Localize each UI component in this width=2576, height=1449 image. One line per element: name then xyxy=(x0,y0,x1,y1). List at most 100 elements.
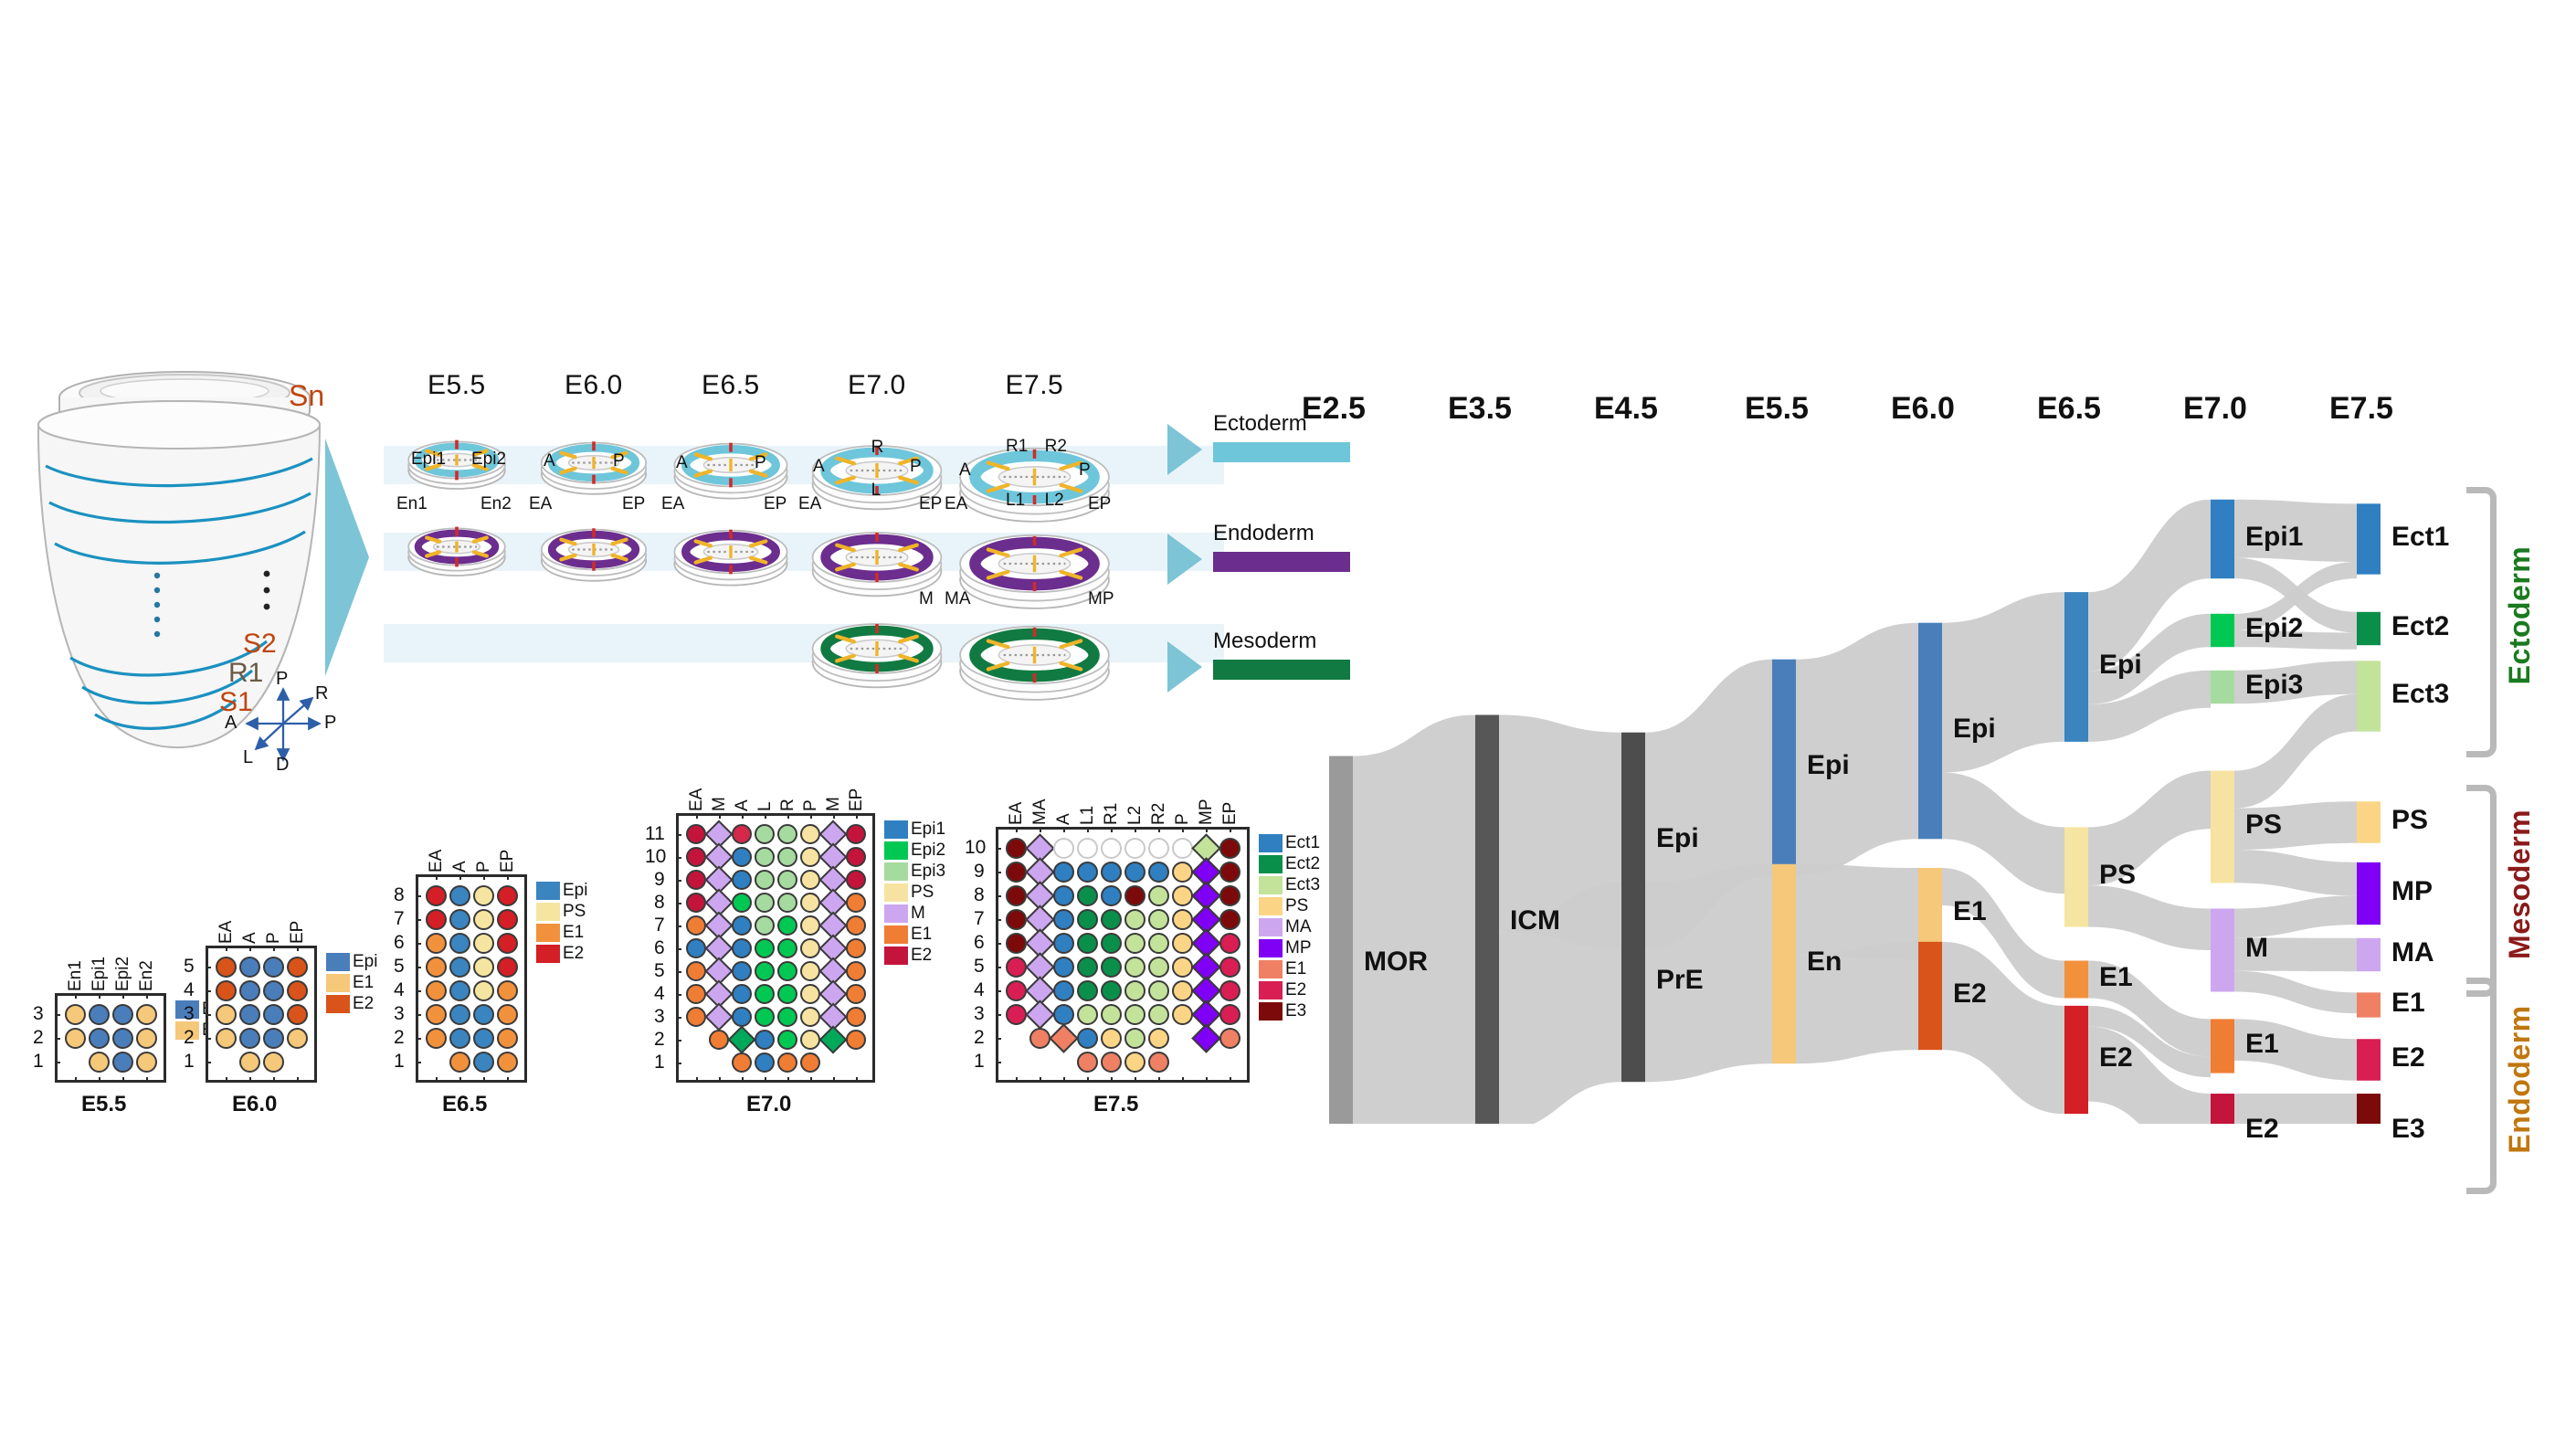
sankey-node-PS[interactable] xyxy=(2357,801,2381,843)
panel-col-label: L1 xyxy=(1078,805,1097,825)
sankey-node-ICM[interactable] xyxy=(1475,714,1499,1131)
sankey-node-Ect3[interactable] xyxy=(2357,661,2381,732)
sankey-node-Epi2[interactable] xyxy=(2211,613,2234,648)
sankey-node-PrE[interactable] xyxy=(1621,882,1645,1083)
compass-label-upper-right: R xyxy=(315,683,329,703)
panel-row-label: 1 xyxy=(184,1051,195,1072)
panel-cell-circle xyxy=(685,823,706,844)
panel-cell-circle xyxy=(286,1027,308,1049)
panel-cell-circle xyxy=(496,884,518,906)
panel-col-label: R xyxy=(777,799,797,811)
panel-cell-circle xyxy=(845,823,866,844)
germ-layer-arrow xyxy=(1167,641,1202,693)
panel-col-tick xyxy=(1135,827,1136,832)
sankey-node-En[interactable] xyxy=(1772,863,1796,1064)
sankey-node-E2[interactable] xyxy=(2211,1094,2234,1169)
sankey-stage-label-E7-5: E7.5 xyxy=(2329,391,2393,426)
sankey-node-PS[interactable] xyxy=(2064,827,2088,927)
sankey-node-Ect2[interactable] xyxy=(2357,611,2381,646)
panel-cell-circle xyxy=(1076,884,1098,906)
sankey-node-E1[interactable] xyxy=(2211,1019,2234,1074)
ring-label-left: EA xyxy=(661,494,685,513)
panel-legend-item: E2 xyxy=(1259,979,1306,1000)
panel-cell-circle xyxy=(215,956,237,978)
panel-cell-circle xyxy=(799,1006,820,1027)
panel-row-tick xyxy=(676,879,681,882)
ring-label-right: P xyxy=(1079,460,1091,481)
panel-cell-circle xyxy=(1147,908,1169,930)
panel-cell-circle xyxy=(708,1029,729,1050)
panel-col-tick xyxy=(764,813,766,819)
panel-cell-circle xyxy=(64,1003,86,1025)
ring-label-left: EA xyxy=(945,494,968,513)
ring-stage-label-E6-0: E6.0 xyxy=(565,370,623,400)
panel-legend-label: PS xyxy=(1285,896,1309,915)
sankey-node-E1[interactable] xyxy=(2357,992,2381,1018)
sankey-node-Ect1[interactable] xyxy=(2357,503,2381,575)
sankey-node-MP[interactable] xyxy=(2357,862,2381,925)
sankey-node-Epi1[interactable] xyxy=(2211,499,2234,579)
panel-cell-circle xyxy=(1171,956,1193,978)
ring-ectoderm-E7-5 xyxy=(950,429,1119,524)
panel-cell-circle xyxy=(425,1027,447,1049)
sankey-node-E3[interactable] xyxy=(2357,1094,2381,1169)
panel-cell-circle xyxy=(1100,956,1122,978)
panel-cell-circle xyxy=(754,983,775,1004)
sankey-node-M[interactable] xyxy=(2211,908,2234,992)
panel-cell-circle xyxy=(1005,1003,1027,1025)
ring-label-right: MP xyxy=(1088,589,1114,608)
panel-row-label: 3 xyxy=(394,1003,405,1024)
panel-cell-circle xyxy=(1076,837,1098,859)
panel-cell-circle xyxy=(472,884,494,906)
panel-legend-item: Epi xyxy=(536,880,587,901)
sankey-node-MA[interactable] xyxy=(2357,937,2381,972)
panel-row-tick xyxy=(416,919,421,921)
panel-cell-circle xyxy=(685,892,706,913)
panel-cell-circle xyxy=(1171,932,1193,954)
panel-cell-circle xyxy=(1219,908,1240,930)
sankey-node-E2[interactable] xyxy=(2064,1005,2088,1115)
sankey-stage-label-E2-5: E2.5 xyxy=(1302,391,1366,426)
panel-col-label: Epi2 xyxy=(113,956,132,991)
panel-col-label: Epi1 xyxy=(90,956,109,991)
panel-cell-circle xyxy=(845,846,866,867)
panel-cell-circle xyxy=(845,937,866,958)
panel-stage-caption: E6.5 xyxy=(442,1092,488,1116)
panel-cell-circle xyxy=(111,1051,133,1073)
panel-cell-circle xyxy=(1147,979,1169,1001)
panel-cell-circle xyxy=(1147,861,1169,883)
sankey-node-Epi3[interactable] xyxy=(2211,670,2234,704)
panel-col-label: A xyxy=(240,932,259,944)
panel-cell-circle xyxy=(1171,979,1193,1001)
panel-legend-label: Epi xyxy=(563,881,588,900)
panel-cell-circle xyxy=(1052,979,1074,1001)
panel-legend-swatch xyxy=(884,862,908,881)
sankey-node-Epi[interactable] xyxy=(1772,659,1796,876)
sankey-node-E2[interactable] xyxy=(1918,941,1942,1051)
sankey-node-E2[interactable] xyxy=(2357,1039,2381,1081)
panel-col-tick xyxy=(99,993,100,999)
panel-col-tick xyxy=(1111,1077,1113,1083)
panel-row-tick xyxy=(416,1062,421,1063)
sankey-node-label-MA: MA xyxy=(2391,937,2434,968)
sankey-link xyxy=(1942,772,2064,894)
sankey-node-PS[interactable] xyxy=(2211,770,2234,883)
sankey-node-E1[interactable] xyxy=(2064,960,2088,999)
sankey-node-Epi[interactable] xyxy=(2064,592,2088,742)
panel-legend-item: Epi3 xyxy=(884,861,945,882)
panel-cell-circle xyxy=(754,823,775,844)
panel-cell-circle xyxy=(1171,1003,1193,1025)
panel-col-tick xyxy=(99,1077,100,1083)
panel-cell-circle xyxy=(286,956,308,978)
ring-label-right: EP xyxy=(622,494,646,513)
sankey-node-MOR[interactable] xyxy=(1329,756,1353,1172)
sankey-link xyxy=(2088,885,2211,950)
ring-label-left: En1 xyxy=(396,494,428,513)
panel-cell-circle xyxy=(449,1003,470,1025)
panel-legend-label: E1 xyxy=(563,923,585,942)
panel-row-tick xyxy=(676,925,681,927)
panel-cell-circle xyxy=(496,932,518,954)
sankey-node-Epi[interactable] xyxy=(1918,622,1942,840)
panel-row-label: 4 xyxy=(654,982,665,1004)
germ-layer-name-mesoderm: Mesoderm xyxy=(1213,629,1317,653)
